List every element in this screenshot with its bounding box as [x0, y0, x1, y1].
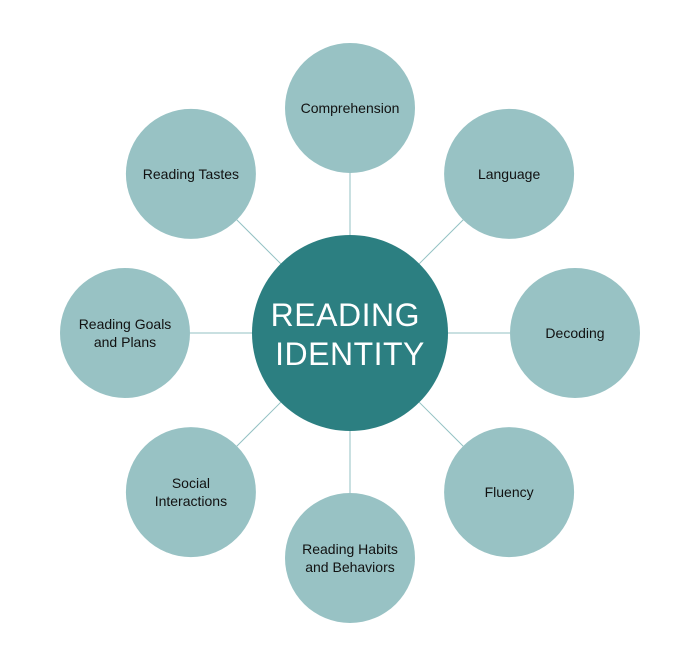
connectors: [190, 173, 510, 493]
node-label-line: and Behaviors: [305, 559, 395, 575]
node-circle-social-interactions: [125, 427, 256, 558]
node-circle-reading-goals: [60, 268, 190, 398]
node-label-line: Language: [478, 166, 541, 182]
node-label-language: Language: [478, 166, 541, 182]
node-circle-reading-habits: [285, 493, 415, 623]
node-label-line: Reading Tastes: [143, 166, 239, 182]
node-label-comprehension: Comprehension: [301, 100, 400, 116]
node-label-line: Interactions: [155, 493, 227, 509]
node-circle-decoding: [510, 268, 640, 398]
node-reading-tastes: Reading Tastes: [125, 108, 256, 239]
connector-language: [418, 219, 464, 265]
node-label-line: Reading Goals: [79, 316, 172, 332]
node-reading-goals: Reading Goals and Plans: [60, 268, 190, 398]
node-label-line: Comprehension: [301, 100, 400, 116]
node-fluency: Fluency: [444, 427, 575, 558]
node-circle-reading-tastes: [125, 108, 256, 239]
node-label-decoding: Decoding: [545, 325, 604, 341]
connector-fluency: [418, 401, 464, 447]
node-label-line: and Plans: [94, 334, 156, 350]
node-reading-habits: Reading Habits and Behaviors: [285, 493, 415, 623]
connector-reading-tastes: [236, 219, 282, 265]
node-label-line: Reading Habits: [302, 541, 398, 557]
node-circle-comprehension: [285, 43, 415, 173]
center-label: READING IDENTITY: [271, 297, 430, 372]
center-label-line-1: READING: [271, 297, 420, 333]
node-circle-fluency: [444, 427, 575, 558]
center-circle: [252, 235, 448, 431]
node-circle-language: [444, 108, 575, 239]
node-label-reading-habits: Reading Habits and Behaviors: [302, 541, 398, 575]
node-label-line: Decoding: [545, 325, 604, 341]
node-language: Language: [444, 108, 575, 239]
node-comprehension: Comprehension: [285, 43, 415, 173]
node-label-fluency: Fluency: [485, 484, 534, 500]
node-label-reading-tastes: Reading Tastes: [143, 166, 239, 182]
node-label-reading-goals: Reading Goals and Plans: [79, 316, 172, 350]
outer-nodes: ComprehensionLanguageDecodingFluencyRead…: [60, 43, 640, 623]
connector-social-interactions: [236, 401, 282, 447]
node-decoding: Decoding: [510, 268, 640, 398]
node-label-line: Social: [172, 475, 210, 491]
center-label-line-2: IDENTITY: [275, 336, 425, 372]
center-hub: READING IDENTITY: [252, 235, 448, 431]
node-label-line: Fluency: [485, 484, 534, 500]
